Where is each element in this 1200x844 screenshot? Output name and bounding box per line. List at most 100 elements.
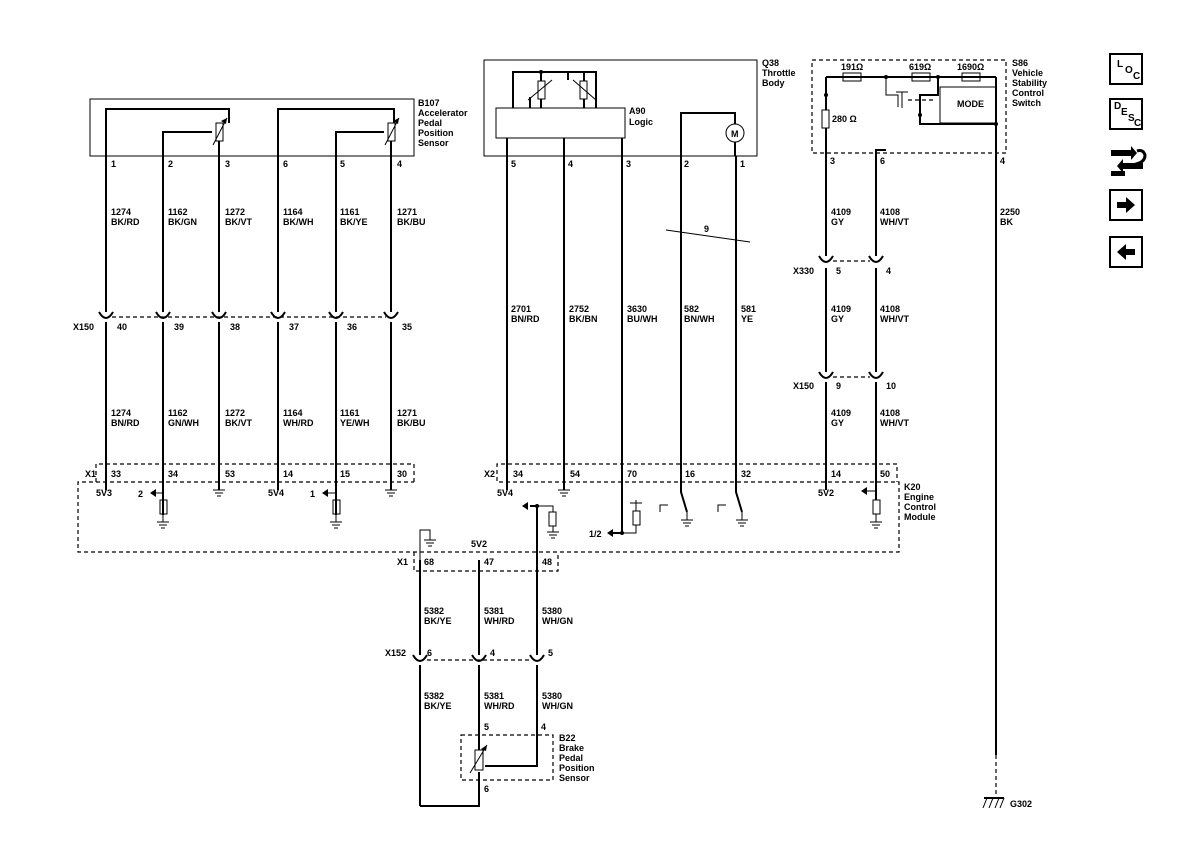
b22-pin: 4 — [541, 722, 546, 732]
b107-pin: 2 — [168, 159, 173, 169]
a90-label: Logic — [629, 117, 653, 127]
wire-color: BK/GN — [168, 217, 197, 227]
k20-label-3: Module — [904, 512, 936, 522]
s86-pin: 4 — [1000, 156, 1005, 166]
s86-pin: 6 — [880, 156, 885, 166]
connector-pin: 4 — [490, 648, 495, 658]
connector-pin: 14 — [831, 469, 841, 479]
q38-pin: 3 — [626, 159, 631, 169]
wire-number: 5382 — [424, 606, 444, 616]
b107-label-3: Position — [418, 128, 454, 138]
b107-label-1: Accelerator — [418, 108, 468, 118]
wire-color: BK/YE — [424, 616, 452, 626]
desc-letter: E — [1121, 107, 1128, 118]
connector-pin: 39 — [174, 322, 184, 332]
wire-number: 4108 — [880, 304, 900, 314]
q38-wires: 9 2701 BN/RD 2752 BK/BN 3630 BU/WH 582 B… — [506, 138, 756, 490]
q38-label-2: Body — [762, 78, 785, 88]
desc-letter: D — [1114, 101, 1122, 112]
x330-connector: X330 5 4 — [793, 255, 891, 276]
connector-view-icon[interactable] — [1107, 141, 1147, 181]
x150-label: X150 — [793, 381, 814, 391]
connector-pin: 34 — [513, 469, 523, 479]
b22-pin: 6 — [484, 784, 489, 794]
wire-color: BN/RD — [111, 418, 140, 428]
wire-number: 1274 — [111, 408, 131, 418]
reference-voltage: 5V2 — [818, 488, 834, 498]
connector-pin: 30 — [397, 469, 407, 479]
s86-switch: 191Ω 619Ω 1690Ω 280 Ω MODE S86 Vehicle S… — [811, 58, 1047, 166]
connector-pin: 38 — [230, 322, 240, 332]
connector-pin: 16 — [685, 469, 695, 479]
b107-pin: 3 — [225, 159, 230, 169]
b22-sensor: 5 4 6 B22 Brake Pedal Position Sensor — [460, 722, 595, 794]
wire-color: BK/VT — [225, 217, 253, 227]
wire-number: 3630 — [627, 304, 647, 314]
b22-label-2: Pedal — [559, 753, 583, 763]
wire-number: 4109 — [831, 207, 851, 217]
wire-color: BN/WH — [684, 314, 715, 324]
b107-pin: 1 — [111, 159, 116, 169]
connector-pin: 47 — [484, 557, 494, 567]
wire-number: 1162 — [168, 207, 188, 217]
wire-number: 5381 — [484, 606, 504, 616]
connector-pin: 14 — [283, 469, 293, 479]
b107-pin: 6 — [283, 159, 288, 169]
mode-label: MODE — [957, 99, 984, 109]
wire-color: BK/RD — [111, 217, 140, 227]
wire-color: GY — [831, 217, 844, 227]
q38-pin: 1 — [740, 159, 745, 169]
desc-letter: C — [1134, 118, 1142, 129]
s86-wires: 4109 GY 4108 WH/VT 4109 GY 4108 WH/VT 41… — [825, 124, 1020, 755]
g302-ground: G302 — [982, 755, 1032, 809]
motor-label: M — [731, 129, 739, 139]
connector-pin: 33 — [111, 469, 121, 479]
previous-page-button[interactable] — [1109, 236, 1143, 268]
wire-color: BK/BU — [397, 217, 426, 227]
signal-label: 1/2 — [589, 529, 602, 539]
arrow-left-icon — [1117, 244, 1135, 260]
x150-connector-b: X150 9 10 — [793, 371, 896, 391]
b107-pin: 5 — [340, 159, 345, 169]
connector-pin: 10 — [886, 381, 896, 391]
wire-color: GY — [831, 314, 844, 324]
wire-color: WH/VT — [880, 217, 909, 227]
loc-letter: O — [1125, 65, 1133, 76]
s86-label-1: Vehicle — [1012, 68, 1043, 78]
x150-connector-a: X150 40 39 38 37 36 35 — [73, 311, 412, 332]
connector-pin: 37 — [289, 322, 299, 332]
next-page-button[interactable] — [1109, 189, 1143, 221]
location-button[interactable]: L O C — [1109, 53, 1143, 85]
x152-label: X152 — [385, 648, 406, 658]
b107-wires: 1274 BK/RD 1162 BK/GN 1272 BK/VT 1164 BK… — [105, 156, 426, 490]
connector-pin: 36 — [347, 322, 357, 332]
x2-label: X2 — [484, 469, 495, 479]
signal-label: 1 — [310, 489, 315, 499]
connector-pin: 50 — [880, 469, 890, 479]
wire-number: 5382 — [424, 691, 444, 701]
connector-pin: 48 — [542, 557, 552, 567]
reference-voltage: 5V2 — [471, 539, 487, 549]
b22-label-3: Position — [559, 763, 595, 773]
q38-throttle-body: A90 Logic M Q38 Throttle Body 5 4 3 2 1 — [483, 58, 796, 169]
x152-connector: X152 6 4 5 — [385, 648, 553, 662]
wire-number: 1274 — [111, 207, 131, 217]
connector-pin: 40 — [117, 322, 127, 332]
b107-pin: 4 — [397, 159, 402, 169]
desc-letter: S — [1128, 113, 1135, 124]
wire-number: 2752 — [569, 304, 589, 314]
connector-pin: 34 — [168, 469, 178, 479]
connector-pin: 6 — [427, 648, 432, 658]
resistor-value: 191Ω — [841, 62, 863, 72]
description-button[interactable]: D E S C — [1109, 98, 1143, 130]
q38-label-1: Throttle — [762, 68, 796, 78]
wire-color: BK/BN — [569, 314, 598, 324]
wire-number: 2250 — [1000, 207, 1020, 217]
b22-id: B22 — [559, 733, 576, 743]
wire-color: WH/VT — [880, 418, 909, 428]
x330-label: X330 — [793, 266, 814, 276]
wire-number: 1272 — [225, 408, 245, 418]
k20-label-2: Control — [904, 502, 936, 512]
x150-label: X150 — [73, 322, 94, 332]
